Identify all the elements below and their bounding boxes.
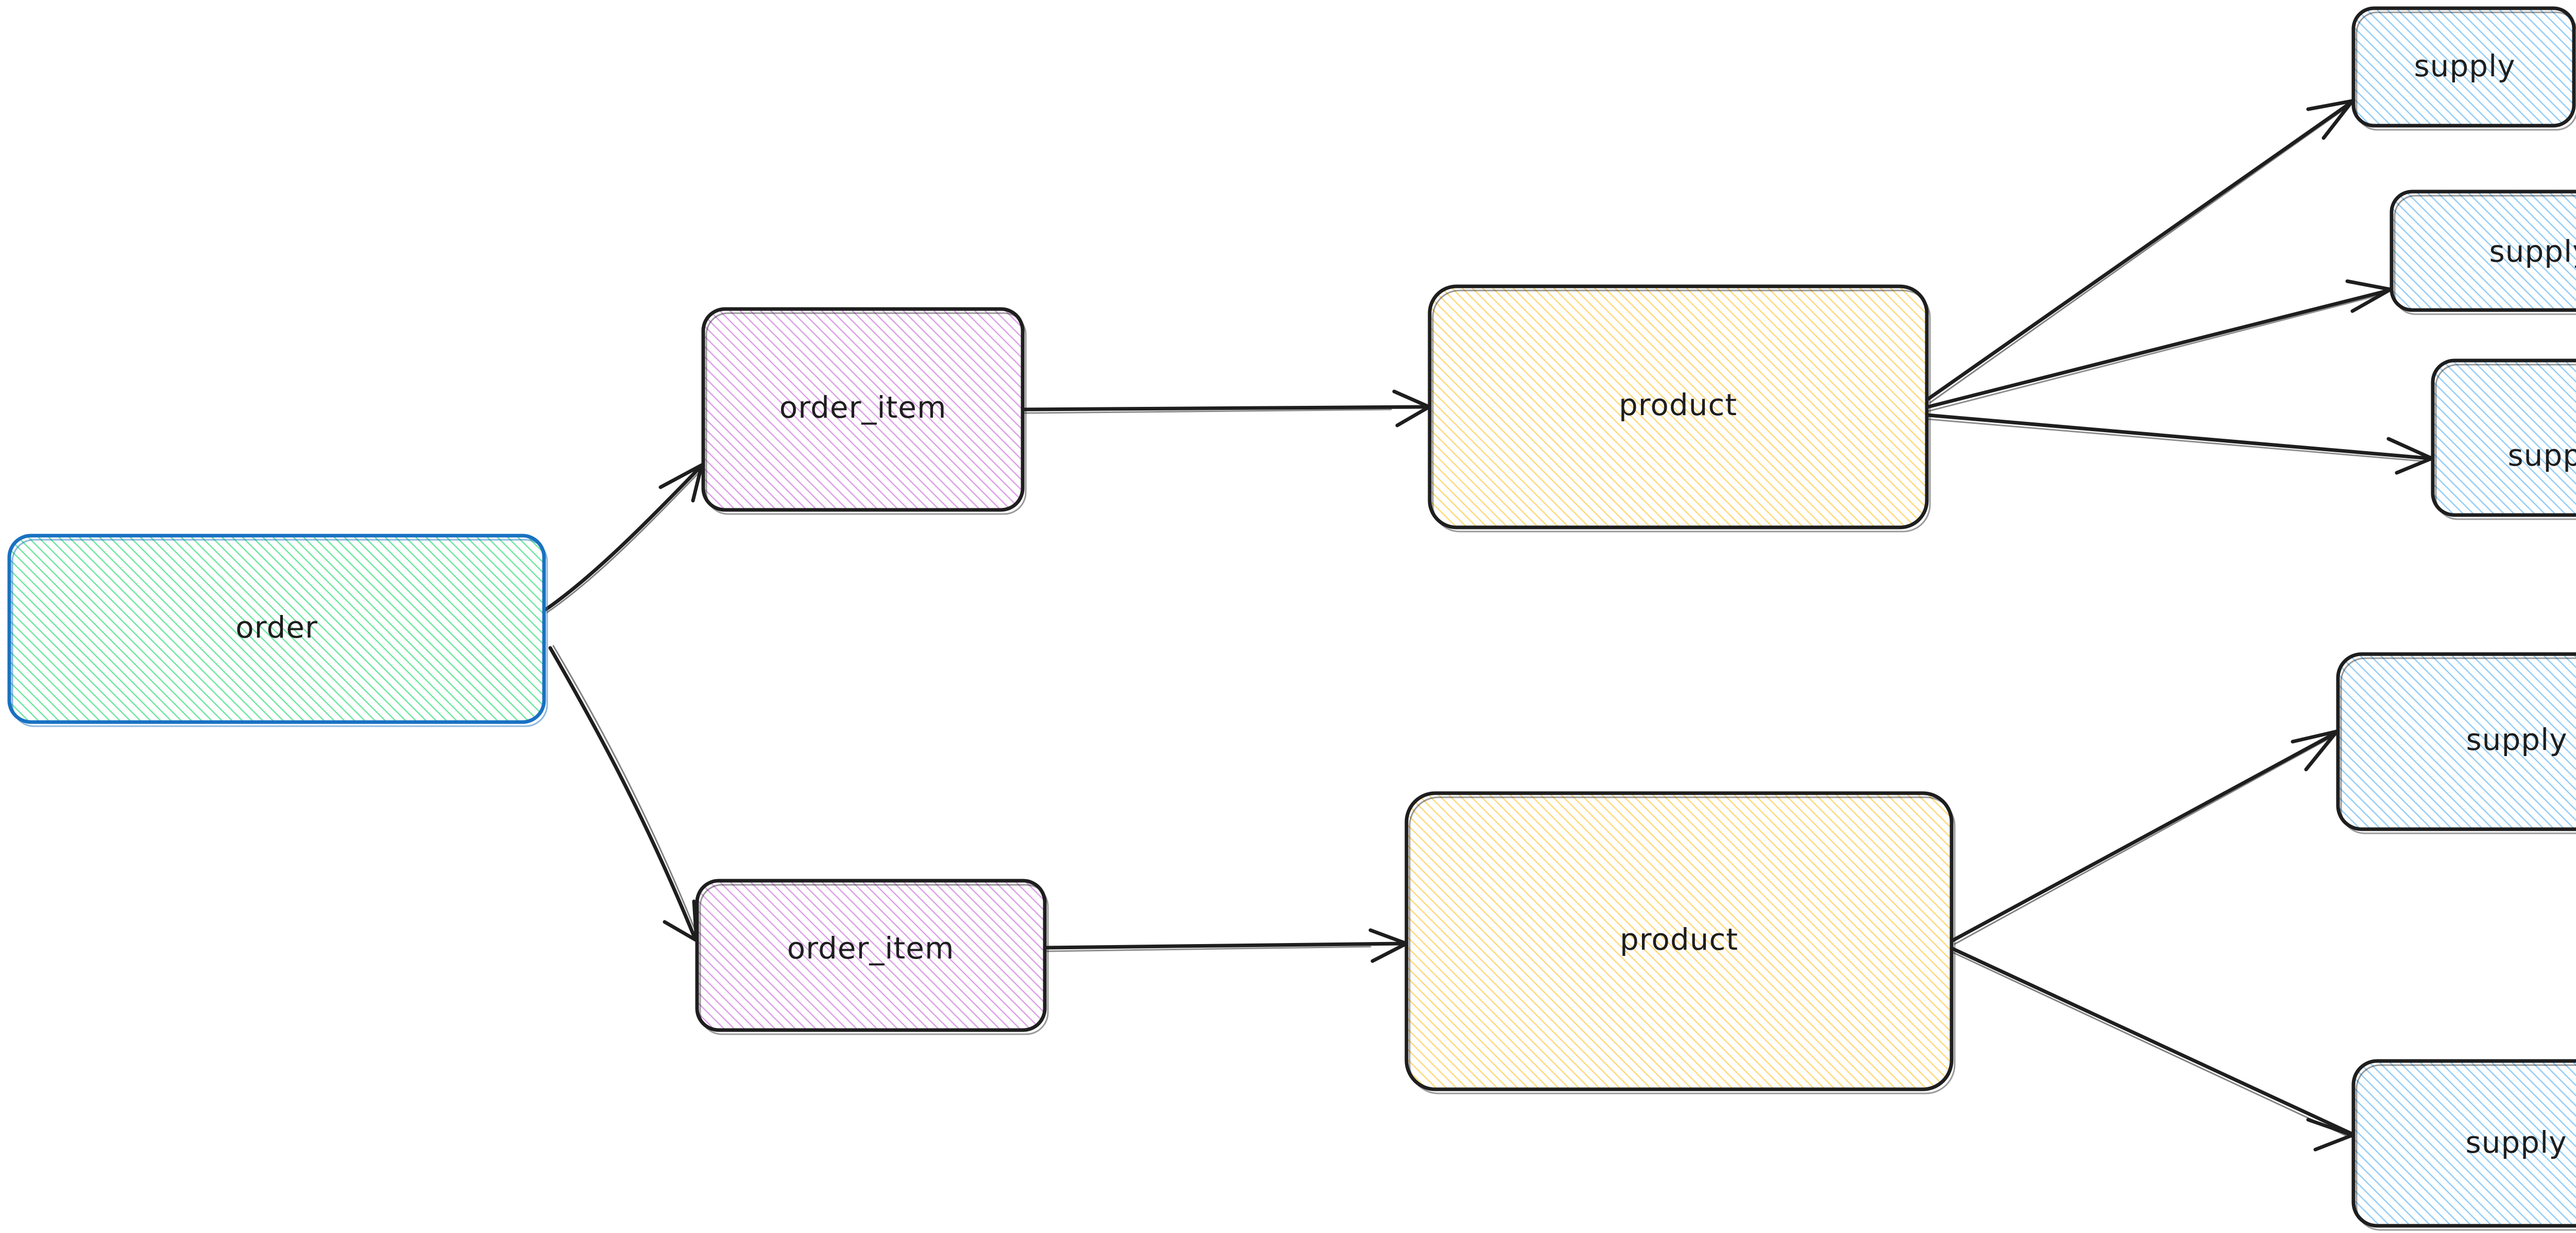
node-supply-3-shape[interactable] xyxy=(2431,358,2576,517)
node-supply-1-sketch-outline xyxy=(2355,11,2576,131)
node-product-bottom-label: product xyxy=(1620,922,1738,957)
node-order[interactable]: order xyxy=(7,534,548,727)
edge-product-to-supply-4 xyxy=(1951,729,2339,945)
node-order-item-bottom-shape[interactable] xyxy=(695,879,1047,1032)
edge-order-item-to-product-top xyxy=(1022,389,1431,427)
edge-order-to-order-item-bottom xyxy=(548,645,699,943)
edge-order-item-to-product-bottom xyxy=(1044,928,1409,963)
node-supply-5-label: supply xyxy=(2465,1125,2567,1160)
node-supply-2-shape[interactable] xyxy=(2389,190,2576,312)
edge-product-to-supply-3 xyxy=(1926,413,2434,475)
edge-product-to-supply-2 xyxy=(1926,279,2393,412)
node-supply-4[interactable]: supply xyxy=(2336,652,2576,834)
node-supply-5-shape[interactable] xyxy=(2351,1059,2576,1228)
node-supply-1[interactable]: supply xyxy=(2351,6,2576,131)
node-supply-2-sketch-outline xyxy=(2394,195,2576,315)
node-order-item-top-label: order_item xyxy=(779,390,947,425)
edge-layer xyxy=(544,99,2434,1152)
node-supply-2-label: supply xyxy=(2489,234,2576,269)
node-order-item-top-shape[interactable] xyxy=(701,307,1025,512)
node-supply-1-shape[interactable] xyxy=(2351,6,2576,128)
node-order-item-bottom-sketch-outline xyxy=(699,884,1049,1035)
node-supply-4-label: supply xyxy=(2466,722,2567,757)
node-product-bottom-shape[interactable] xyxy=(1404,791,1954,1091)
node-supply-3[interactable]: supply xyxy=(2431,358,2576,520)
node-supply-3-sketch-outline xyxy=(2435,364,2576,520)
node-product-top[interactable]: product xyxy=(1428,284,1931,533)
node-order-item-bottom-label: order_item xyxy=(787,931,955,966)
node-supply-5-sketch-outline xyxy=(2355,1064,2576,1231)
node-order-item-top[interactable]: order_item xyxy=(701,307,1027,515)
node-supply-5[interactable]: supply xyxy=(2351,1059,2576,1231)
node-supply-4-sketch-outline xyxy=(2340,657,2576,834)
node-supply-3-label: supply xyxy=(2507,438,2576,473)
edge-product-to-supply-5 xyxy=(1951,947,2354,1152)
node-product-bottom[interactable]: product xyxy=(1404,791,1956,1094)
edge-order-to-order-item-top xyxy=(544,463,704,613)
node-order-item-top-sketch-outline xyxy=(705,312,1027,515)
node-product-bottom-sketch-outline xyxy=(1409,796,1956,1094)
node-product-top-label: product xyxy=(1619,387,1737,422)
node-supply-4-shape[interactable] xyxy=(2336,652,2576,831)
node-order-sketch-outline xyxy=(11,539,548,727)
node-supply-1-label: supply xyxy=(2414,48,2515,83)
node-product-top-shape[interactable] xyxy=(1428,284,1929,529)
node-order-label: order xyxy=(235,610,318,645)
node-order-item-bottom[interactable]: order_item xyxy=(695,879,1049,1035)
edge-product-to-supply-1 xyxy=(1926,99,2354,404)
node-product-top-sketch-outline xyxy=(1432,289,1931,533)
node-order-shape[interactable] xyxy=(7,534,546,724)
node-supply-2[interactable]: supply xyxy=(2389,190,2576,315)
